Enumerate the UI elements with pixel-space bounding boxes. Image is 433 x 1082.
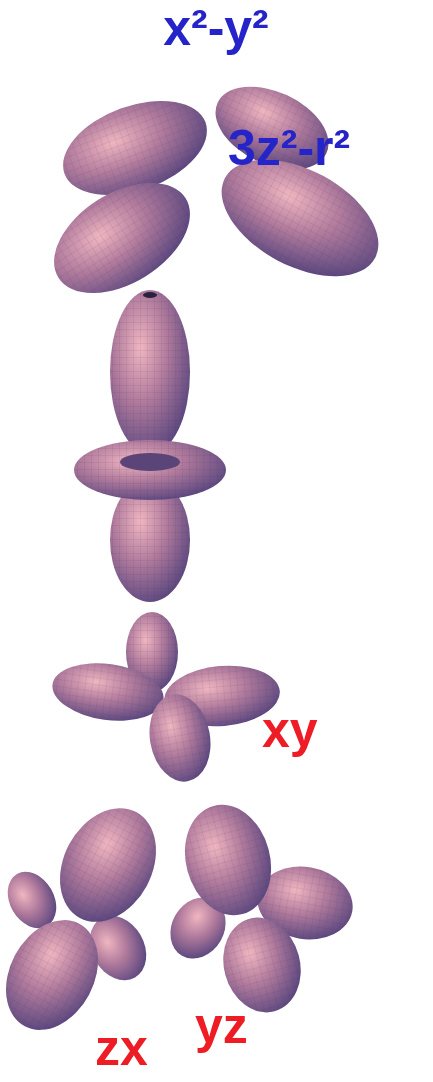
yz-orbital: [159, 795, 358, 1021]
orbital-label: xy: [262, 704, 318, 757]
3z2-r2-orbital: [74, 290, 226, 602]
orbital-label: zx: [95, 1022, 148, 1075]
orbital-label: yz: [195, 1000, 248, 1053]
orbital-label: x²-y²: [163, 2, 269, 55]
orbital-label: 3z²-r²: [228, 122, 350, 175]
xy-orbital: [49, 612, 283, 787]
zx-orbital: [0, 791, 175, 1046]
x2-y2-orbital: [35, 70, 398, 316]
